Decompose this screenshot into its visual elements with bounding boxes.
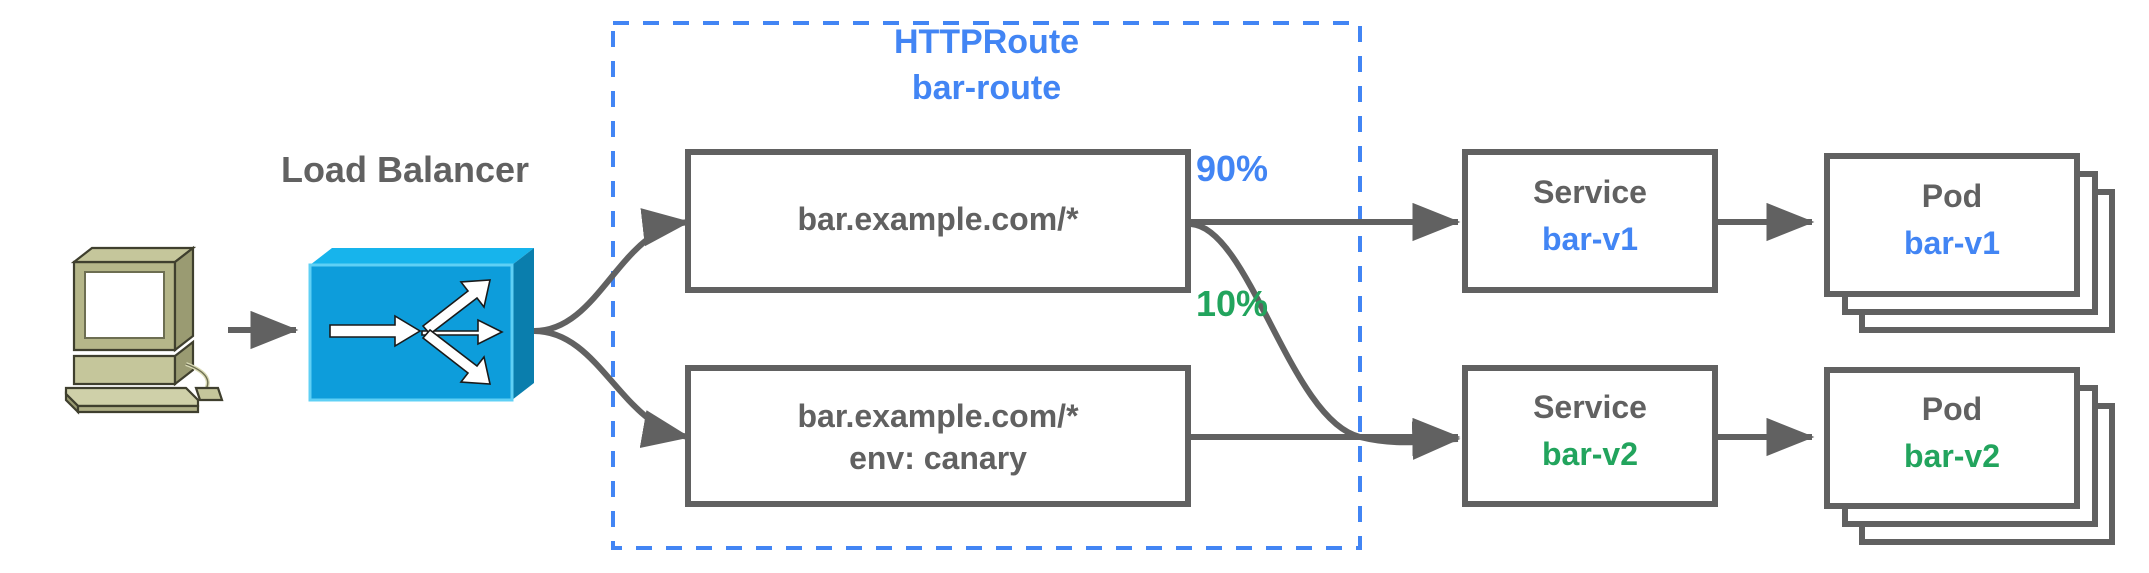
weight-label-10: 10% [1196, 283, 1269, 324]
pod-box-bar-v1[interactable] [1824, 153, 2080, 297]
service-kind-label-v2: Service [1533, 389, 1647, 425]
arrow-lb-to-rule-primary [533, 208, 691, 334]
pod-box-bar-v2[interactable] [1824, 367, 2080, 509]
network-switch-icon [308, 248, 534, 402]
httproute-name-label: bar-route [911, 69, 1062, 107]
weight-label-90: 90% [1196, 148, 1269, 189]
arrow-lb-to-rule-canary [533, 328, 691, 448]
rule-primary-hostname: bar.example.com/* [797, 201, 1079, 237]
pod-name-label-v1: bar-v1 [1903, 225, 2001, 261]
load-balancer-label: Load Balancer [280, 149, 530, 190]
httproute-dashed-container [611, 21, 1362, 550]
rule-canary-hostname: bar.example.com/* [797, 398, 1079, 434]
pod-kind-label-v2: Pod [1921, 391, 1983, 427]
service-kind-label-v1: Service [1533, 174, 1647, 210]
pod-name-label-v2: bar-v2 [1903, 438, 2001, 474]
rule-canary-header-match: env: canary [849, 440, 1027, 476]
pod-kind-label-v1: Pod [1921, 178, 1983, 214]
service-box-bar-v2[interactable] [1462, 365, 1718, 507]
service-name-label-v2: bar-v2 [1541, 436, 1639, 472]
rule-box-canary[interactable] [685, 365, 1191, 507]
arrow-rule-primary-to-service-v2 [1190, 221, 1461, 460]
httproute-kind-label: HTTPRoute [893, 23, 1080, 61]
service-name-label-v1: bar-v1 [1541, 221, 1639, 257]
workstation-computer-icon [64, 245, 224, 415]
service-box-bar-v1[interactable] [1462, 149, 1718, 293]
rule-box-primary[interactable] [685, 149, 1191, 293]
